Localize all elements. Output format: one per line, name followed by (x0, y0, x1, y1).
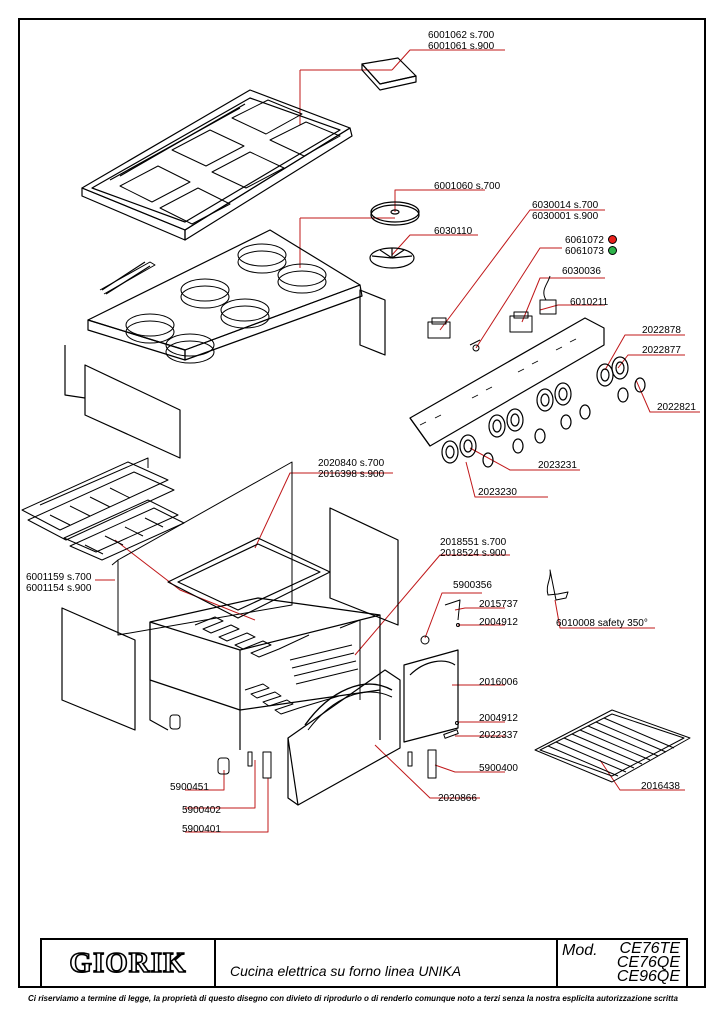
hotplate-exploded (369, 201, 420, 269)
hob (64, 229, 386, 399)
copyright-notice: Ci riserviamo a termine di legge, la pro… (28, 994, 678, 1003)
square-plates (119, 99, 341, 225)
heating-elements (21, 457, 185, 561)
model-box: Mod. CE76TE CE76QE CE96QE (558, 940, 686, 986)
label-hinge: 2022337 (479, 730, 518, 741)
label-thermostat: 6030036 (562, 266, 601, 277)
label-lamp: 6061072 6061073 (565, 235, 617, 257)
round-plates (125, 243, 327, 364)
model-list: CE76TE CE76QE CE96QE (616, 940, 680, 985)
hardware (217, 599, 461, 779)
drawing-description: Cucina elettrica su forno linea UNIKA (216, 940, 558, 986)
electrical-components (427, 275, 569, 601)
label-foot: 5900451 (170, 782, 209, 793)
oven-body (149, 597, 381, 750)
label-safety: 6010008 safety 350° (556, 618, 648, 629)
small-door (403, 649, 459, 743)
label-door-small: 2016006 (479, 677, 518, 688)
main-door (287, 669, 401, 806)
panel-knobs (441, 356, 646, 468)
oven-top-plate (167, 537, 331, 658)
worktop-frame (81, 89, 353, 241)
label-bracket: 2015737 (479, 599, 518, 610)
label-hinge-l1: 5900402 (182, 805, 221, 816)
leader-lines (95, 49, 700, 833)
green-lamp-dot (607, 246, 617, 255)
label-knob-c: 2022821 (657, 402, 696, 413)
label-knob-b: 2022877 (642, 345, 681, 356)
label-hotplate: 6001060 s.700 (434, 181, 501, 192)
oven-back-panel (117, 461, 293, 636)
hob-front-panel (84, 364, 181, 459)
label-washer-a: 2004912 (479, 617, 518, 628)
giorik-logo: GIORIK (42, 940, 216, 986)
label-knob-d: 2023231 (538, 460, 577, 471)
handle-rods (99, 261, 156, 295)
label-hinge-set: 5900400 (479, 763, 518, 774)
label-knob-a: 2022878 (642, 325, 681, 336)
right-side-panel (329, 507, 399, 626)
control-panel (409, 317, 646, 468)
label-thermo-probe: 6010211 (570, 297, 609, 308)
model-label: Mod. (562, 942, 598, 959)
label-knob-e: 2023230 (478, 487, 517, 498)
wire-grid (534, 709, 691, 783)
oven-rack-rails (289, 619, 361, 700)
label-washer-b: 2004912 (479, 713, 518, 724)
label-screw: 5900356 (453, 580, 492, 591)
label-door-main: 2020866 (438, 793, 477, 804)
label-hinge-l2: 5900401 (182, 824, 221, 835)
label-plate-base: 6030110 (434, 226, 473, 237)
label-grid: 2016438 (641, 781, 680, 792)
left-side-panel (61, 607, 136, 731)
title-block: GIORIK Cucina elettrica su forno linea U… (40, 938, 688, 988)
red-lamp-dot (607, 235, 617, 244)
cover-plate (361, 57, 417, 91)
